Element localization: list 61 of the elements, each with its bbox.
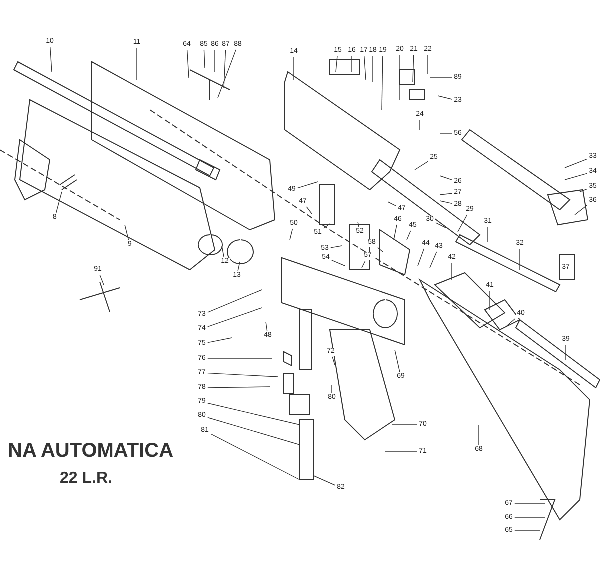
leader-line [392, 424, 418, 426]
leader-line [208, 372, 278, 378]
leader-line [224, 50, 226, 88]
leader-line [440, 176, 452, 180]
leader-line [124, 224, 130, 240]
leader-line [208, 403, 300, 426]
leader-line [266, 322, 268, 332]
leader-line [364, 56, 366, 80]
leader-line [314, 476, 336, 486]
leader-line [208, 338, 232, 344]
product-description: NA AUTOMATICA [8, 440, 174, 463]
leader-line [290, 228, 294, 240]
leader-line [208, 358, 272, 360]
leader-line [394, 350, 400, 372]
leader-line [298, 182, 318, 189]
leader-line [362, 260, 366, 268]
leader-line [332, 356, 336, 366]
leader-line [56, 192, 62, 214]
leader-line [238, 262, 240, 272]
leader-line [564, 173, 588, 180]
leader-line [378, 247, 384, 252]
leader-line [218, 50, 236, 98]
caliber-label: 22 L.R. [60, 470, 112, 488]
leader-line [186, 50, 190, 78]
leader-line [406, 230, 412, 240]
leader-line [208, 386, 270, 388]
leader-line [210, 434, 300, 480]
leader-line [394, 224, 398, 240]
leader-line [306, 206, 312, 214]
leader-line [336, 56, 338, 72]
leader-line [506, 318, 516, 328]
leader-line [388, 202, 396, 206]
leader-line [436, 222, 446, 228]
leader-line [50, 46, 52, 72]
leader-line [382, 56, 384, 110]
leader-line [372, 56, 374, 82]
leader-line [208, 290, 262, 313]
leader-line [358, 222, 360, 228]
leader-line [438, 96, 452, 100]
leader-line [204, 50, 206, 68]
leader-line [214, 50, 216, 72]
leader-line [332, 260, 346, 266]
leader-line [430, 252, 438, 268]
leader-line [458, 214, 468, 232]
leader-line [208, 308, 262, 328]
leader-line [222, 246, 224, 258]
leader-line [412, 54, 414, 82]
leader-line [208, 417, 300, 446]
leader-line [136, 48, 138, 80]
leader-line [100, 274, 104, 286]
leader-line [580, 188, 588, 192]
leader-line [418, 248, 425, 266]
leader-line [514, 530, 540, 532]
leader-line [574, 205, 588, 216]
leader-line [440, 200, 452, 204]
leader-line [324, 224, 330, 229]
leader-line [564, 158, 588, 168]
leader-line [330, 246, 342, 248]
leader-line [414, 161, 428, 170]
leader-line [440, 193, 452, 196]
leader-line [478, 424, 480, 446]
